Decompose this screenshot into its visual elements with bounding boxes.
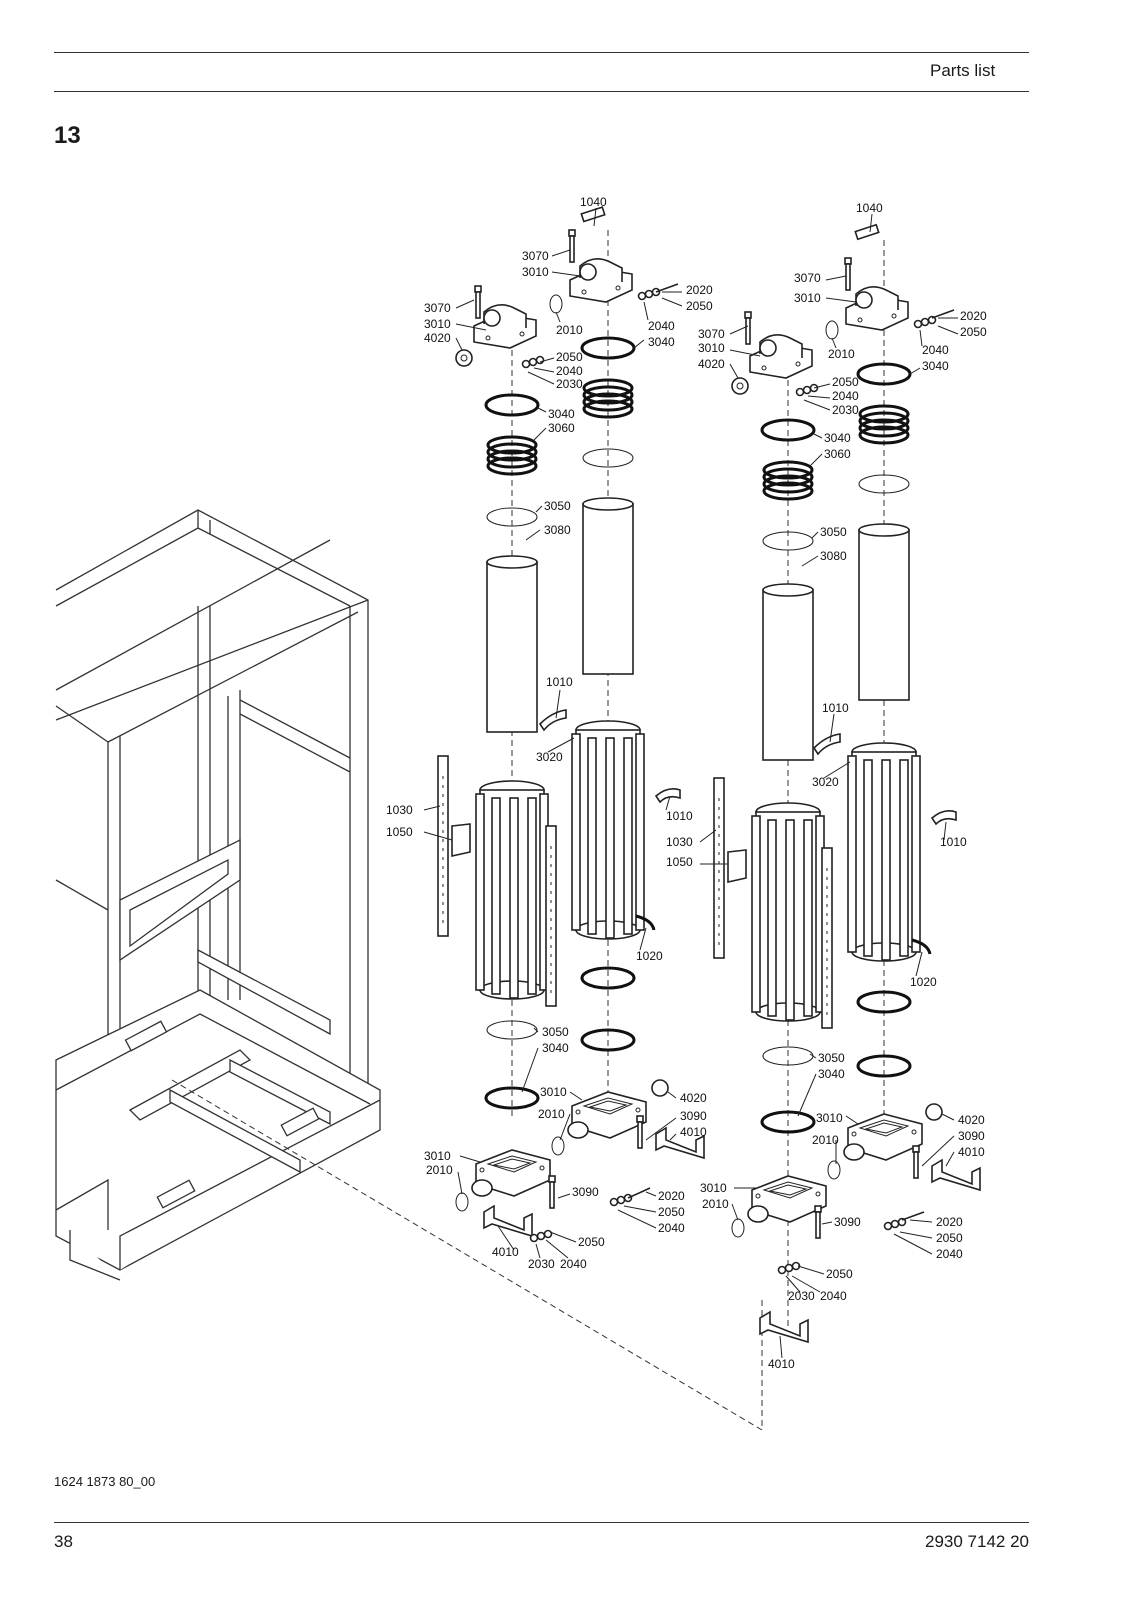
- svg-text:2010: 2010: [426, 1163, 453, 1177]
- svg-text:3010: 3010: [540, 1085, 567, 1099]
- svg-text:1010: 1010: [940, 835, 967, 849]
- filter-assembly-2: [713, 223, 981, 1343]
- section-title: Parts list: [930, 61, 996, 80]
- svg-text:1010: 1010: [822, 701, 849, 715]
- svg-text:4020: 4020: [958, 1113, 985, 1127]
- svg-text:3010: 3010: [424, 317, 451, 331]
- svg-text:3090: 3090: [680, 1109, 707, 1123]
- svg-text:3070: 3070: [698, 327, 725, 341]
- svg-text:2040: 2040: [560, 1257, 587, 1271]
- svg-text:1030: 1030: [386, 803, 413, 817]
- figure-reference: 1624 1873 80_00: [54, 1474, 156, 1489]
- part-labels-assembly-1: 1040 3070 3010 2020 2050 2010 2040 3040 …: [386, 195, 713, 1271]
- svg-text:3080: 3080: [820, 549, 847, 563]
- page-number: 38: [54, 1532, 73, 1551]
- svg-text:1050: 1050: [386, 825, 413, 839]
- svg-text:2040: 2040: [556, 364, 583, 378]
- svg-text:1010: 1010: [546, 675, 573, 689]
- svg-text:2050: 2050: [658, 1205, 685, 1219]
- svg-text:2020: 2020: [936, 1215, 963, 1229]
- svg-text:3040: 3040: [542, 1041, 569, 1055]
- footer-rule: [54, 1522, 1029, 1523]
- routing-dash-line: [171, 1079, 763, 1431]
- svg-text:1040: 1040: [580, 195, 607, 209]
- svg-text:2010: 2010: [828, 347, 855, 361]
- svg-text:1020: 1020: [910, 975, 937, 989]
- svg-text:2050: 2050: [578, 1235, 605, 1249]
- document-number: 2930 7142 20: [925, 1532, 1029, 1551]
- svg-text:2030: 2030: [528, 1257, 555, 1271]
- svg-text:2020: 2020: [658, 1189, 685, 1203]
- svg-text:2050: 2050: [826, 1267, 853, 1281]
- svg-text:3010: 3010: [698, 341, 725, 355]
- svg-text:2040: 2040: [936, 1247, 963, 1261]
- svg-text:2030: 2030: [556, 377, 583, 391]
- svg-text:3050: 3050: [820, 525, 847, 539]
- part-labels-assembly-2: 1040 3070 3010 2020 2050 2010 2040 3040 …: [666, 201, 987, 1371]
- svg-text:4020: 4020: [698, 357, 725, 371]
- svg-text:2020: 2020: [686, 283, 713, 297]
- svg-text:4010: 4010: [680, 1125, 707, 1139]
- svg-text:3050: 3050: [818, 1051, 845, 1065]
- svg-text:3020: 3020: [536, 750, 563, 764]
- svg-text:4020: 4020: [424, 331, 451, 345]
- svg-text:3050: 3050: [544, 499, 571, 513]
- svg-text:2050: 2050: [936, 1231, 963, 1245]
- svg-text:2010: 2010: [812, 1133, 839, 1147]
- header-rule-top: [54, 52, 1029, 53]
- svg-text:1030: 1030: [666, 835, 693, 849]
- svg-text:2050: 2050: [832, 375, 859, 389]
- svg-text:1050: 1050: [666, 855, 693, 869]
- svg-text:1040: 1040: [856, 201, 883, 215]
- svg-text:3040: 3040: [824, 431, 851, 445]
- svg-text:3010: 3010: [424, 1149, 451, 1163]
- leader-lines: [423, 207, 959, 1359]
- svg-text:3040: 3040: [648, 335, 675, 349]
- svg-text:2050: 2050: [960, 325, 987, 339]
- header-rule-bottom: [54, 91, 1029, 92]
- svg-text:2010: 2010: [538, 1107, 565, 1121]
- svg-text:2040: 2040: [832, 389, 859, 403]
- svg-text:3010: 3010: [522, 265, 549, 279]
- svg-text:3040: 3040: [548, 407, 575, 421]
- filter-assembly-1: [437, 206, 705, 1243]
- frame-structure: [55, 509, 381, 1281]
- svg-text:3090: 3090: [958, 1129, 985, 1143]
- svg-text:3090: 3090: [834, 1215, 861, 1229]
- svg-text:3050: 3050: [542, 1025, 569, 1039]
- svg-text:1020: 1020: [636, 949, 663, 963]
- svg-text:3070: 3070: [522, 249, 549, 263]
- svg-text:2030: 2030: [832, 403, 859, 417]
- svg-text:3080: 3080: [544, 523, 571, 537]
- svg-text:3010: 3010: [794, 291, 821, 305]
- svg-text:1010: 1010: [666, 809, 693, 823]
- svg-text:2030: 2030: [788, 1289, 815, 1303]
- svg-text:2040: 2040: [648, 319, 675, 333]
- svg-text:4010: 4010: [958, 1145, 985, 1159]
- svg-text:3090: 3090: [572, 1185, 599, 1199]
- svg-text:4010: 4010: [768, 1357, 795, 1371]
- svg-text:3040: 3040: [922, 359, 949, 373]
- svg-text:3010: 3010: [816, 1111, 843, 1125]
- svg-text:2050: 2050: [686, 299, 713, 313]
- svg-text:2020: 2020: [960, 309, 987, 323]
- svg-text:3070: 3070: [424, 301, 451, 315]
- svg-text:3060: 3060: [824, 447, 851, 461]
- svg-text:3020: 3020: [812, 775, 839, 789]
- svg-text:2040: 2040: [922, 343, 949, 357]
- svg-text:3070: 3070: [794, 271, 821, 285]
- svg-text:2040: 2040: [820, 1289, 847, 1303]
- svg-text:2050: 2050: [556, 350, 583, 364]
- svg-text:3040: 3040: [818, 1067, 845, 1081]
- svg-text:4020: 4020: [680, 1091, 707, 1105]
- svg-text:2040: 2040: [658, 1221, 685, 1235]
- svg-text:3010: 3010: [700, 1181, 727, 1195]
- svg-text:4010: 4010: [492, 1245, 519, 1259]
- svg-text:2010: 2010: [702, 1197, 729, 1211]
- chapter-number: 13: [54, 122, 81, 149]
- svg-text:2010: 2010: [556, 323, 583, 337]
- svg-text:3060: 3060: [548, 421, 575, 435]
